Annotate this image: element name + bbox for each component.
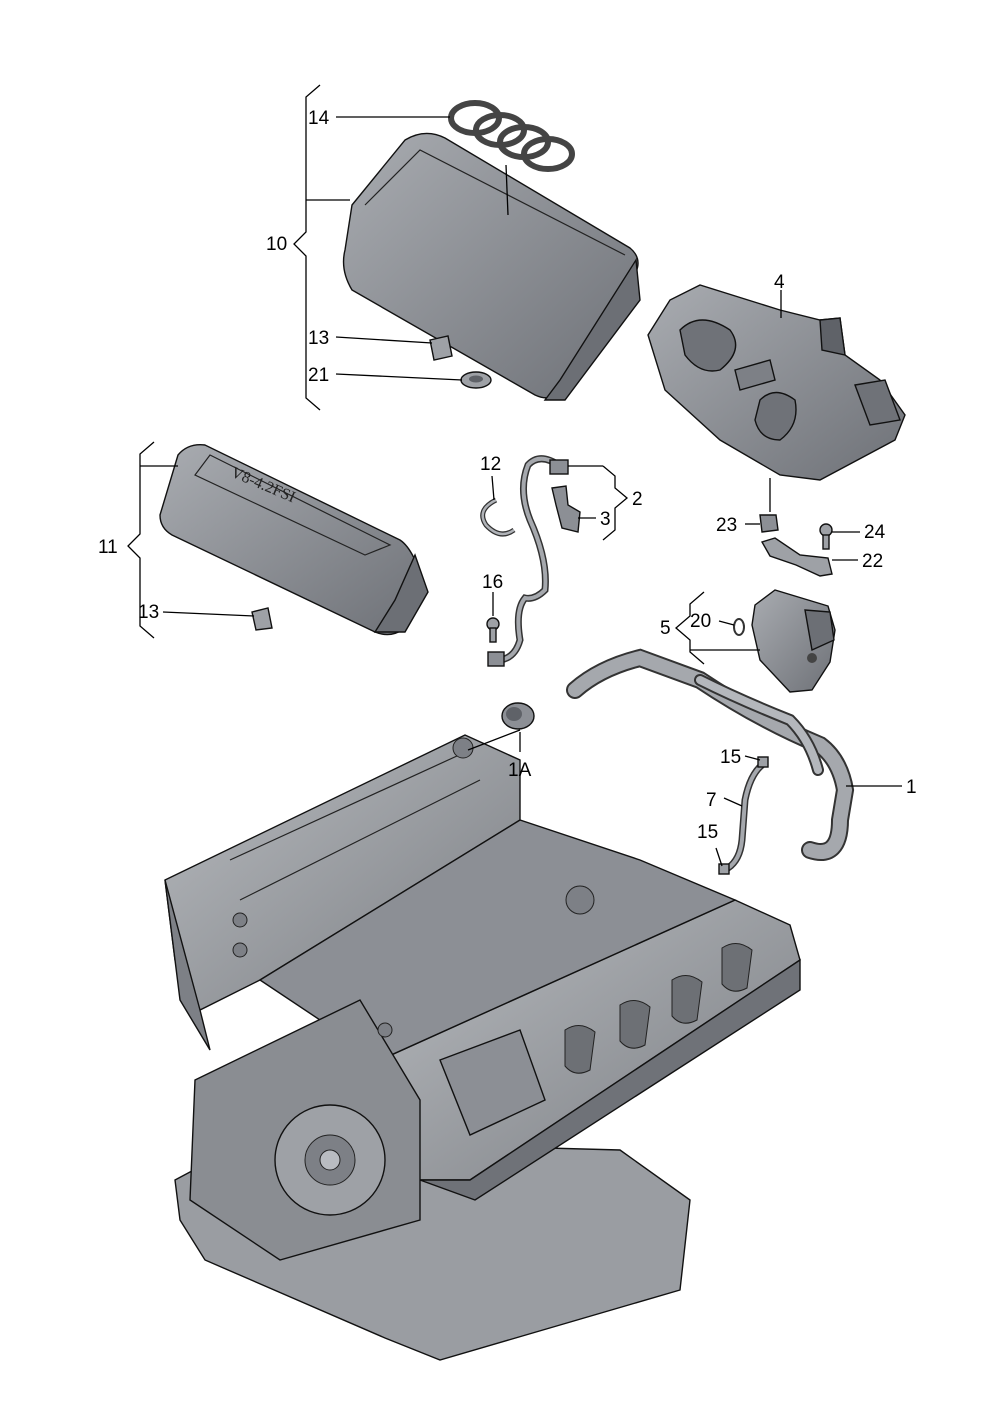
label-5: 5	[660, 618, 671, 639]
grommet	[460, 371, 492, 389]
cover-clip-lower	[251, 607, 273, 631]
label-13-lower: 13	[138, 602, 159, 623]
rubber-mount	[759, 514, 779, 533]
label-15-upper: 15	[720, 747, 741, 768]
upper-engine-cover	[342, 132, 641, 401]
label-22: 22	[862, 551, 883, 572]
label-20: 20	[690, 611, 711, 632]
small-hose-7	[724, 761, 766, 872]
label-16: 16	[482, 572, 503, 593]
cover-clip-upper	[429, 335, 453, 361]
label-4: 4	[774, 272, 785, 293]
part-labels: 14 10 13 21 4 12 2 3 11 13 16 23 24 22 5…	[98, 108, 917, 843]
oil-separator	[751, 589, 836, 693]
label-23: 23	[716, 515, 737, 536]
leader-lines	[127, 84, 902, 867]
label-2: 2	[632, 489, 643, 510]
bracket-housing	[647, 284, 906, 481]
label-24: 24	[864, 522, 886, 543]
label-10: 10	[266, 234, 287, 255]
label-1a: 1A	[508, 760, 532, 781]
label-15-lower: 15	[697, 822, 718, 843]
label-21: 21	[308, 365, 329, 386]
label-14: 14	[308, 108, 330, 129]
label-11: 11	[98, 537, 118, 558]
bolt-16	[486, 617, 500, 643]
engine-block	[164, 734, 801, 1361]
vacuum-hose	[487, 455, 569, 667]
label-13-upper: 13	[308, 328, 329, 349]
label-3: 3	[600, 509, 611, 530]
label-12: 12	[480, 454, 501, 475]
bracket-plate	[760, 537, 833, 577]
label-1: 1	[906, 777, 917, 798]
hose-clip-upper	[757, 756, 769, 768]
lower-engine-cover: V8-4.2FSI	[159, 444, 429, 636]
hose-clamp	[480, 497, 516, 537]
check-valve	[551, 485, 581, 533]
audi-rings-emblem	[448, 100, 575, 172]
label-7: 7	[706, 790, 717, 811]
screw-24	[819, 523, 833, 550]
hose-clip-lower	[718, 863, 730, 875]
breather-hose	[566, 648, 855, 861]
plug-1a	[501, 702, 535, 730]
o-ring	[733, 618, 745, 636]
